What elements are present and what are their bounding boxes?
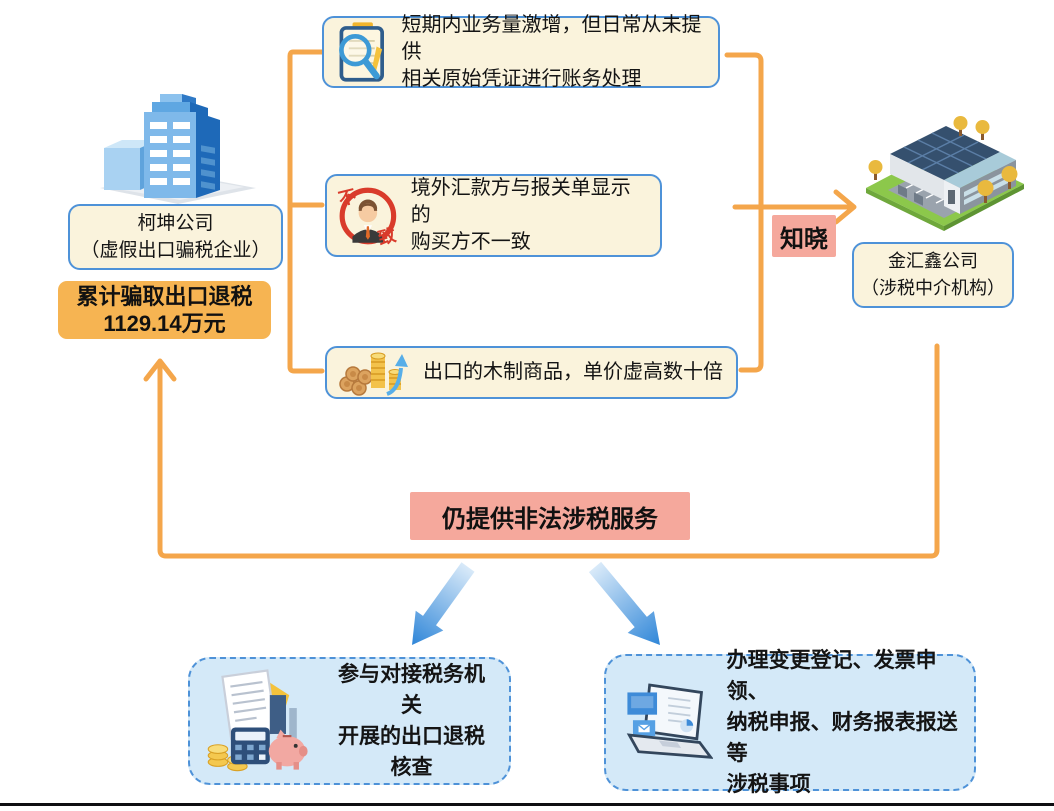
documents-calculator-icon — [207, 669, 308, 772]
still-services-text: 仍提供非法涉税服务 — [442, 505, 658, 533]
bottom-text-audit: 参与对接税务机关 开展的出口退税核查 — [338, 663, 485, 779]
page-bottom-rule — [0, 803, 1054, 806]
office-tower-icon — [100, 94, 256, 204]
left-highlight-label: 累计骗取出口退税 1129.14万元 — [58, 281, 271, 339]
left-company-label: 柯坤公司 （虚假出口骗税企业） — [68, 204, 283, 270]
stamp-char-left: 不 — [337, 185, 359, 209]
bottom-box-audit: 参与对接税务机关 开展的出口退税核查 — [188, 657, 511, 785]
right-company-text: 金汇鑫公司 （涉税中介机构） — [861, 251, 1005, 298]
laptop-documents-icon — [626, 682, 713, 759]
bottom-text-filings: 办理变更登记、发票申领、 纳税申报、财务报表报送等 涉税事项 — [726, 649, 958, 796]
left-company-text: 柯坤公司 （虚假出口骗税企业） — [80, 213, 271, 261]
blue-arrow-left — [412, 562, 475, 645]
right-spine-connector — [724, 52, 857, 373]
arrowhead-right — [833, 189, 857, 225]
mismatch-person-icon: 不 致 — [337, 185, 398, 246]
tree-icons — [868, 116, 1018, 203]
blue-arrow-right — [588, 561, 660, 645]
evidence-box-overprice: 出口的木制商品，单价虚高数十倍 — [325, 346, 738, 399]
arrowhead-up — [143, 358, 177, 382]
bottom-box-filings: 办理变更登记、发票申领、 纳税申报、财务报表报送等 涉税事项 — [604, 649, 976, 796]
clipboard-magnifier-icon — [339, 22, 384, 82]
return-loop-connector — [143, 343, 940, 559]
evidence-text-surge: 短期内业务量激增，但日常从未提供 相关原始凭证进行账务处理 — [401, 13, 702, 90]
stamp-char-right: 致 — [376, 224, 398, 246]
evidence-box-mismatch: 不 致 境外汇款方与报关单显示的 购买方不一致 — [325, 174, 662, 257]
evidence-text-overprice: 出口的木制商品，单价虚高数十倍 — [423, 361, 723, 383]
know-label: 知晓 — [772, 215, 836, 257]
right-company-label: 金汇鑫公司 （涉税中介机构） — [852, 242, 1014, 308]
factory-building-icon — [866, 116, 1024, 231]
piggy-bank-icon — [268, 729, 308, 770]
evidence-box-surge: 短期内业务量激增，但日常从未提供 相关原始凭证进行账务处理 — [322, 14, 720, 90]
know-text: 知晓 — [780, 225, 828, 253]
left-highlight-text: 累计骗取出口退税 1129.14万元 — [76, 284, 253, 336]
still-services-label: 仍提供非法涉税服务 — [410, 492, 690, 540]
evidence-text-mismatch: 境外汇款方与报关单显示的 购买方不一致 — [410, 177, 631, 253]
wood-coins-rise-icon — [339, 352, 408, 396]
left-spine-connector — [287, 49, 325, 374]
